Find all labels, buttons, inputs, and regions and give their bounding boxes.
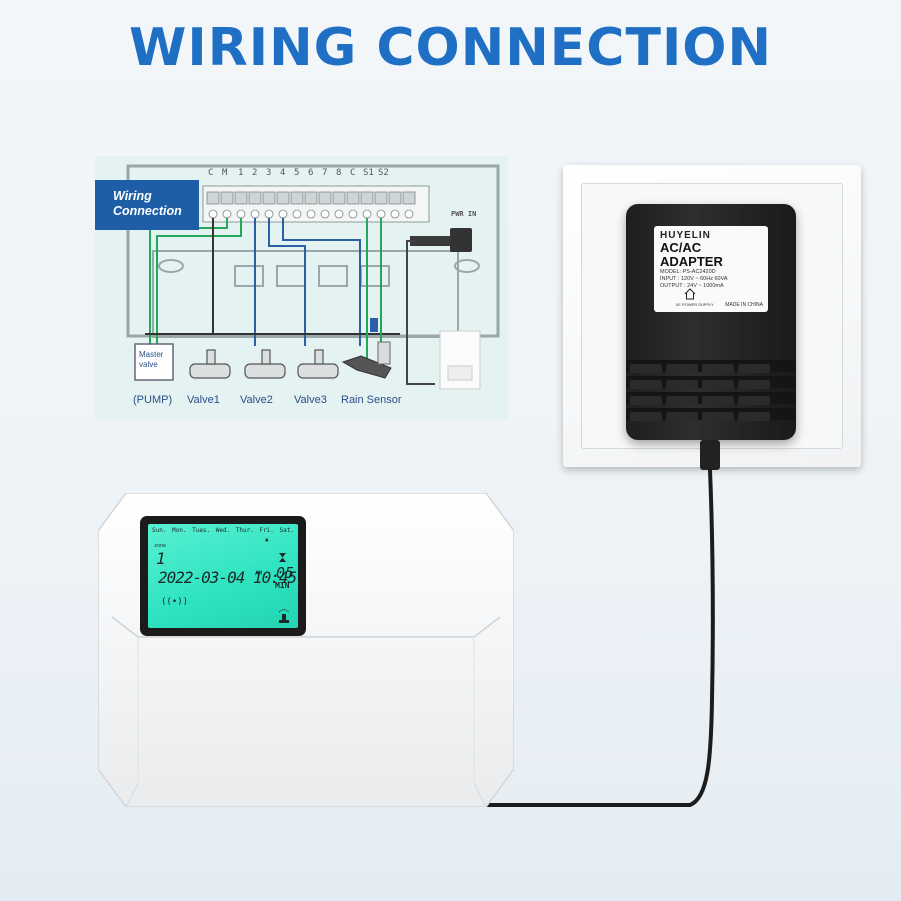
adapter-brand: HUYELIN (660, 230, 711, 241)
terminal-label: C (208, 168, 214, 178)
terminal-label: M (222, 168, 228, 178)
terminal-label: C (350, 168, 356, 178)
valve3-label: Valve3 (294, 394, 327, 406)
terminal-label: 6 (308, 168, 314, 178)
sprinkler-icon (278, 608, 290, 623)
terminal-label: 7 (322, 168, 328, 178)
day-indicator-icon: ▲ (265, 536, 269, 543)
date-time-display: 2022-03-04 10:45 (158, 568, 297, 587)
weekday-label: Wed. (215, 527, 231, 534)
adapter-supply: I/E POWER SUPPLY (676, 302, 714, 307)
adapter-vent (626, 376, 796, 389)
valve1-label: Valve1 (187, 394, 220, 406)
adapter-model: MODEL: PS-AC2420D (660, 269, 716, 275)
terminal-label: 1 (238, 168, 244, 178)
wiring-diagram-drawing (126, 164, 500, 390)
weekday-row: Sun. Mon. Tues. Wed. Thur. Fri. Sat. (152, 527, 294, 534)
pump-label: (PUMP) (133, 394, 173, 406)
valve2-label: Valve2 (240, 394, 273, 406)
rain-sensor-label: Rain Sensor (341, 394, 402, 406)
page-title: WIRING CONNECTION (128, 18, 773, 78)
am-pm-indicator: AM (255, 570, 263, 577)
adapter-vent (626, 408, 796, 421)
minutes-unit: MIN (275, 581, 290, 590)
master-valve-label-1: Master (139, 350, 164, 359)
adapter-vent (626, 360, 796, 373)
house-icon (684, 288, 696, 300)
ac-adapter: HUYELIN AC/AC ADAPTER MODEL: PS-AC2420D … (626, 204, 796, 440)
adapter-input: INPUT : 120V ~ 60Hz 60VA (660, 276, 728, 282)
adapter-vent (626, 392, 796, 405)
weekday-label: Sun. (152, 527, 167, 534)
weekday-label: Mon. (172, 527, 187, 534)
hourglass-icon (279, 553, 286, 562)
terminal-label: 3 (266, 168, 272, 178)
duration-minutes: 05 (276, 564, 295, 582)
master-valve-label-2: valve (139, 360, 158, 369)
badge-line-1: Wiring (113, 189, 152, 203)
wiring-connection-badge: Wiring Connection (95, 180, 199, 230)
zone-label: zone (154, 543, 167, 549)
adapter-output: OUTPUT : 24V ~ 1000mA (660, 283, 724, 289)
terminal-label: 8 (336, 168, 342, 178)
lcd-screen: Sun. Mon. Tues. Wed. Thur. Fri. Sat. ▲ z… (148, 524, 298, 628)
weekday-label: Sat. (279, 527, 294, 534)
adapter-made-in: MADE IN CHINA (725, 302, 763, 308)
terminal-label: 5 (294, 168, 300, 178)
wiring-diagram: Wiring Connection C M 1 2 3 4 5 6 7 8 C … (95, 156, 508, 420)
wireless-signal-icon: ((•)) (161, 597, 189, 607)
terminal-label: 2 (252, 168, 258, 178)
terminal-label: S1 (363, 168, 374, 178)
adapter-title: AC/AC ADAPTER (660, 240, 723, 269)
weekday-label: Thur. (235, 527, 254, 534)
weekday-label: Tues. (192, 527, 211, 534)
weekday-label: Fri. (259, 527, 274, 534)
badge-line-2: Connection (113, 204, 182, 218)
terminal-label: S2 (378, 168, 389, 178)
adapter-label: HUYELIN AC/AC ADAPTER MODEL: PS-AC2420D … (654, 226, 768, 312)
terminal-label: 4 (280, 168, 286, 178)
pwr-in-label: PWR IN (451, 210, 477, 218)
zone-number: 1 (156, 549, 166, 568)
